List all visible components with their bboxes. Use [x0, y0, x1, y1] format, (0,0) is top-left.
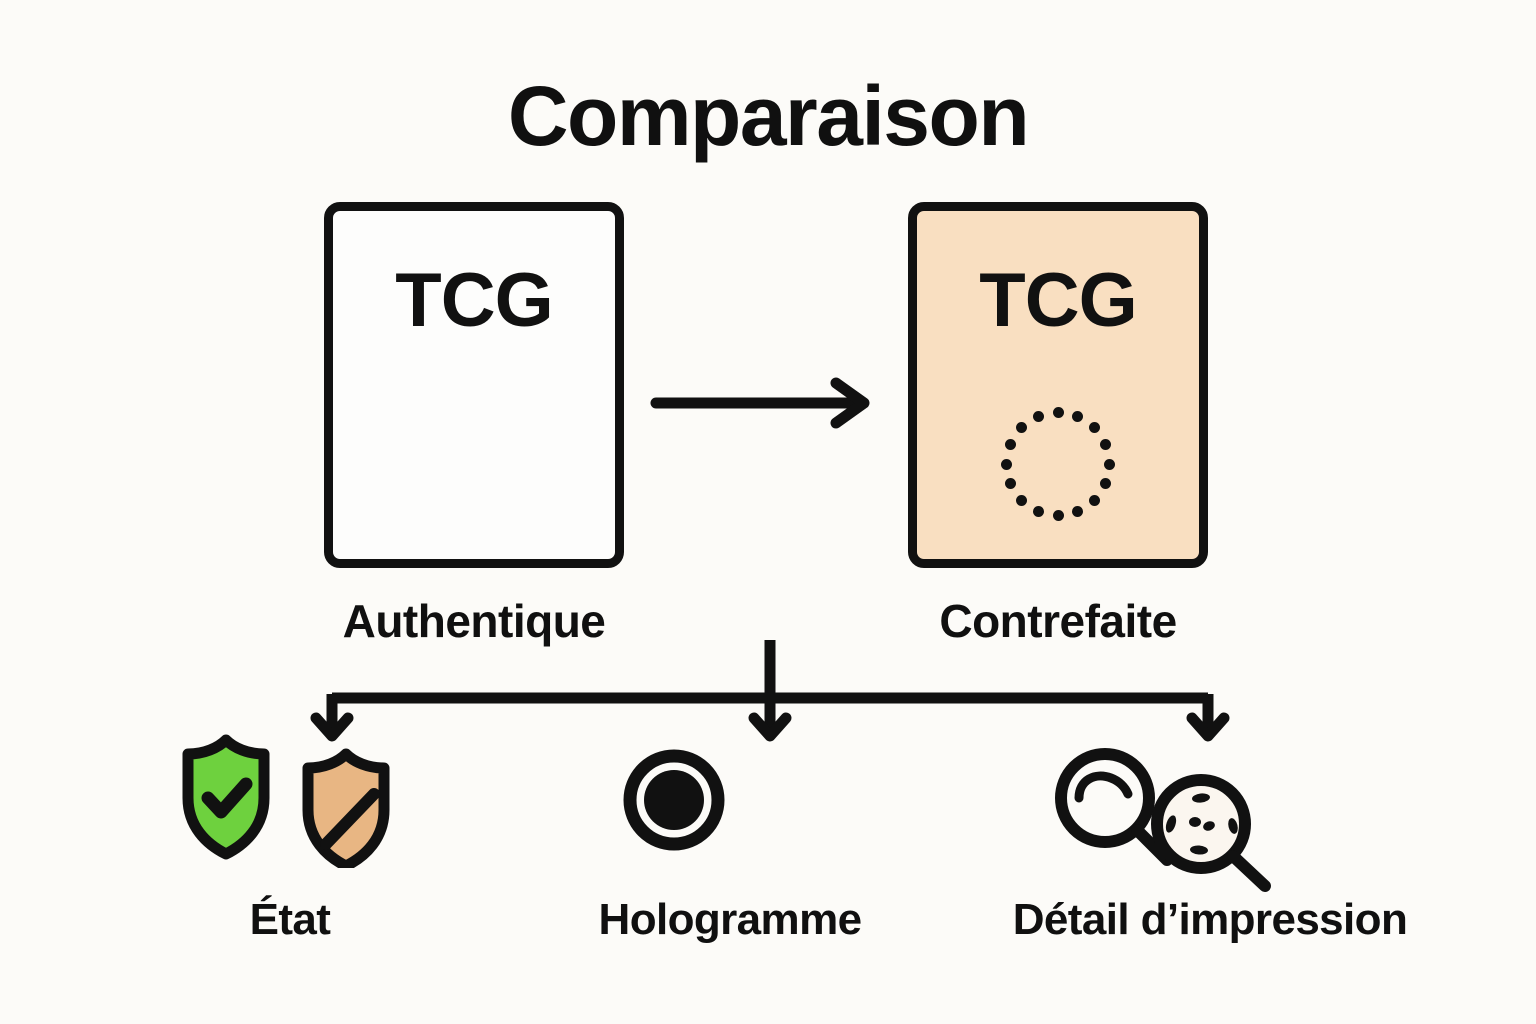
ring-dot — [1100, 478, 1112, 490]
shield-damaged-icon — [302, 748, 390, 868]
magnifier-speckled-icon — [1151, 774, 1271, 892]
page-title: Comparaison — [507, 69, 1030, 163]
ring-dot — [1089, 495, 1101, 507]
card-authentic-caption: Authentique — [342, 595, 606, 647]
ring-dot — [1104, 458, 1116, 470]
card-authentic-code: TCG — [395, 258, 553, 343]
shield-check-icon — [182, 734, 270, 860]
feature-caption-condition: État — [249, 895, 331, 944]
print-detail-icons — [1055, 748, 1271, 892]
ring-dot — [1004, 438, 1016, 450]
ring-dot — [1052, 406, 1064, 418]
branch-arrow-left — [310, 694, 354, 742]
card-authentic[interactable]: TCG — [324, 202, 624, 568]
ring-dot — [1052, 510, 1064, 522]
feature-caption-hologram: Hologramme — [598, 895, 863, 944]
card-counterfeit[interactable]: TCG — [908, 202, 1208, 568]
arrow-right-icon — [650, 377, 870, 429]
branch-arrow-center — [748, 694, 792, 742]
hologram-ring-icon — [623, 749, 725, 851]
ring-dot — [1032, 506, 1044, 518]
feature-caption-print-detail: Détail d’impression — [1012, 895, 1408, 944]
ring-dot — [1004, 478, 1016, 490]
dotted-ring-icon — [1000, 406, 1116, 522]
ring-dot — [1000, 458, 1012, 470]
ring-dot — [1072, 506, 1084, 518]
ring-dot — [1089, 421, 1101, 433]
ring-dot — [1015, 421, 1027, 433]
ring-dot — [1072, 410, 1084, 422]
card-counterfeit-caption: Contrefaite — [939, 595, 1177, 647]
condition-icons — [182, 734, 390, 868]
ring-dot — [1032, 410, 1044, 422]
ring-dot — [1015, 495, 1027, 507]
magnifier-clean-icon — [1055, 748, 1173, 866]
branch-connector — [310, 640, 1230, 742]
card-counterfeit-code: TCG — [979, 258, 1137, 343]
branch-arrow-right — [1186, 694, 1230, 742]
ring-dot — [1100, 438, 1112, 450]
